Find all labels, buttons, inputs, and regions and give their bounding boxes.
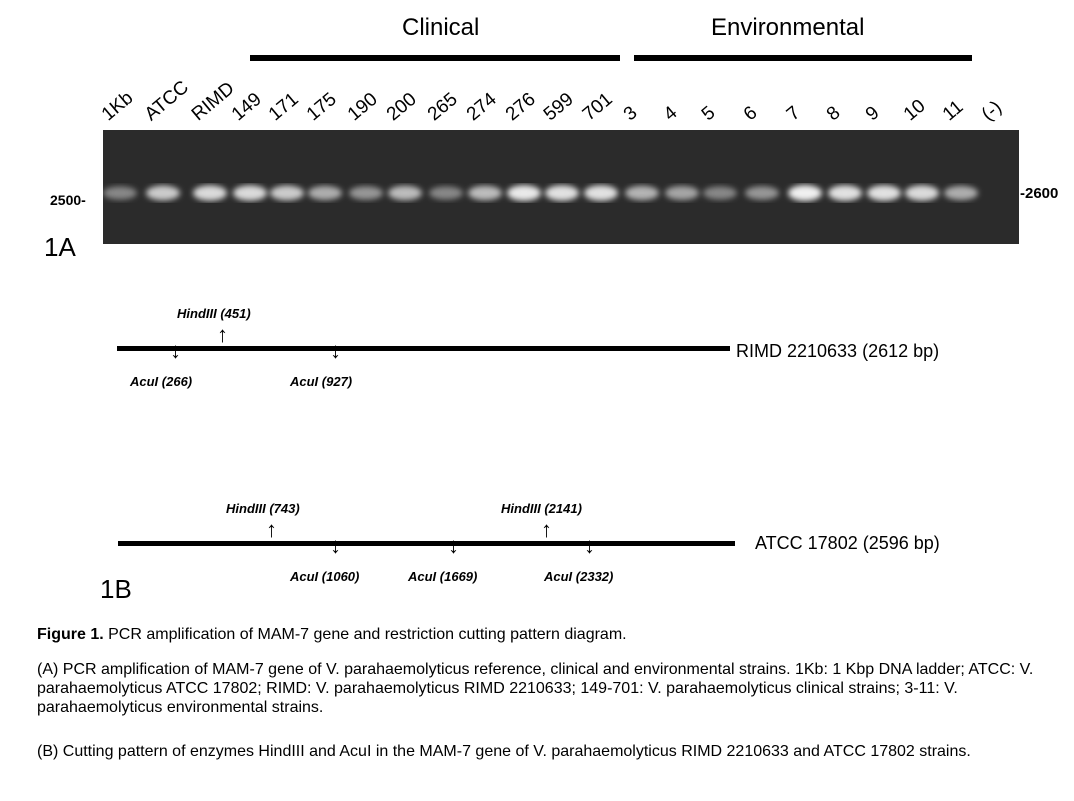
dna-line bbox=[118, 541, 735, 546]
arrow-down-icon: ↓ bbox=[170, 338, 181, 363]
arrow-down-icon: ↓ bbox=[330, 533, 341, 558]
arrow-up-icon: ↑ bbox=[541, 517, 552, 542]
gel-band bbox=[308, 185, 342, 201]
lane-label: 599 bbox=[539, 88, 578, 126]
lane-label: 4 bbox=[659, 102, 682, 126]
lane-label: 7 bbox=[782, 102, 805, 126]
restriction-site-label: HindIII (743) bbox=[226, 501, 300, 516]
gel-band bbox=[828, 185, 862, 201]
gel-band bbox=[468, 185, 502, 201]
gel-band bbox=[665, 186, 699, 200]
gel-band bbox=[146, 185, 180, 201]
lane-label: 5 bbox=[697, 102, 720, 126]
marker-2600: -2600 bbox=[1020, 185, 1059, 202]
lane-label: 265 bbox=[423, 88, 462, 126]
gel-band bbox=[788, 185, 822, 201]
lane-label: (-) bbox=[977, 96, 1006, 126]
lane-label: 175 bbox=[302, 88, 341, 126]
restriction-site-label: HindIII (451) bbox=[177, 306, 251, 321]
caption-panel-b: (B) Cutting pattern of enzymes HindIII a… bbox=[37, 743, 971, 760]
lane-label: 200 bbox=[382, 88, 421, 126]
gel-image bbox=[103, 130, 1019, 244]
gel-band bbox=[745, 186, 779, 200]
gel-band bbox=[905, 185, 939, 201]
lane-label: 701 bbox=[578, 88, 617, 126]
strain-label: ATCC 17802 (2596 bp) bbox=[755, 533, 940, 553]
arrow-down-icon: ↓ bbox=[330, 338, 341, 363]
lane-label: 11 bbox=[938, 96, 968, 126]
restriction-site-label: AcuI (266) bbox=[130, 374, 193, 389]
marker-2500: 2500- bbox=[50, 192, 86, 208]
gel-band bbox=[388, 185, 422, 201]
lane-label: 276 bbox=[501, 88, 540, 126]
lane-label: ATCC bbox=[140, 76, 193, 126]
clinical-bracket-line bbox=[250, 55, 620, 61]
caption-title-text: PCR amplification of MAM-7 gene and rest… bbox=[103, 626, 627, 643]
lane-label: 274 bbox=[462, 88, 501, 126]
lane-label: 6 bbox=[739, 102, 762, 126]
arrow-down-icon: ↓ bbox=[584, 533, 595, 558]
gel-band bbox=[193, 185, 227, 201]
lane-label: 1Kb bbox=[97, 87, 138, 126]
restriction-site-label: HindIII (2141) bbox=[501, 501, 582, 516]
gel-band bbox=[545, 185, 579, 201]
environmental-bracket-line bbox=[634, 55, 972, 61]
caption-panel-a: (A) PCR amplification of MAM-7 gene of V… bbox=[37, 661, 1034, 716]
gel-band bbox=[349, 186, 383, 200]
lane-label: RIMD bbox=[187, 77, 239, 126]
gel-band bbox=[233, 185, 267, 201]
caption-figure-number: Figure 1. bbox=[37, 626, 104, 643]
restriction-site-label: AcuI (927) bbox=[290, 374, 353, 389]
lane-label: 190 bbox=[343, 88, 382, 126]
arrow-up-icon: ↑ bbox=[266, 517, 277, 542]
lane-label: 8 bbox=[822, 102, 845, 126]
gel-band bbox=[867, 185, 901, 201]
lane-label: 3 bbox=[619, 102, 642, 126]
arrow-down-icon: ↓ bbox=[448, 533, 459, 558]
strain-label: RIMD 2210633 (2612 bp) bbox=[736, 341, 940, 361]
group-label-environmental: Environmental bbox=[711, 14, 865, 41]
gel-band bbox=[625, 185, 659, 201]
gel-band bbox=[429, 186, 463, 200]
panel-id-1a: 1A bbox=[44, 232, 76, 262]
group-label-clinical: Clinical bbox=[402, 14, 480, 41]
lane-label: 9 bbox=[861, 102, 884, 126]
gel-band bbox=[103, 186, 137, 200]
dna-line bbox=[117, 346, 730, 351]
lane-label: 10 bbox=[899, 95, 930, 126]
lane-label: 171 bbox=[264, 88, 303, 126]
gel-band bbox=[703, 186, 737, 200]
caption-title: Figure 1. PCR amplification of MAM-7 gen… bbox=[37, 625, 1067, 644]
gel-band bbox=[270, 185, 304, 201]
panel-id-1b: 1B bbox=[100, 574, 132, 604]
arrow-up-icon: ↑ bbox=[217, 322, 228, 347]
gel-band bbox=[507, 185, 541, 201]
restriction-site-label: AcuI (1669) bbox=[408, 569, 478, 584]
gel-band bbox=[944, 185, 978, 201]
gel-band bbox=[584, 185, 618, 201]
restriction-site-label: AcuI (2332) bbox=[544, 569, 614, 584]
restriction-site-label: AcuI (1060) bbox=[290, 569, 360, 584]
